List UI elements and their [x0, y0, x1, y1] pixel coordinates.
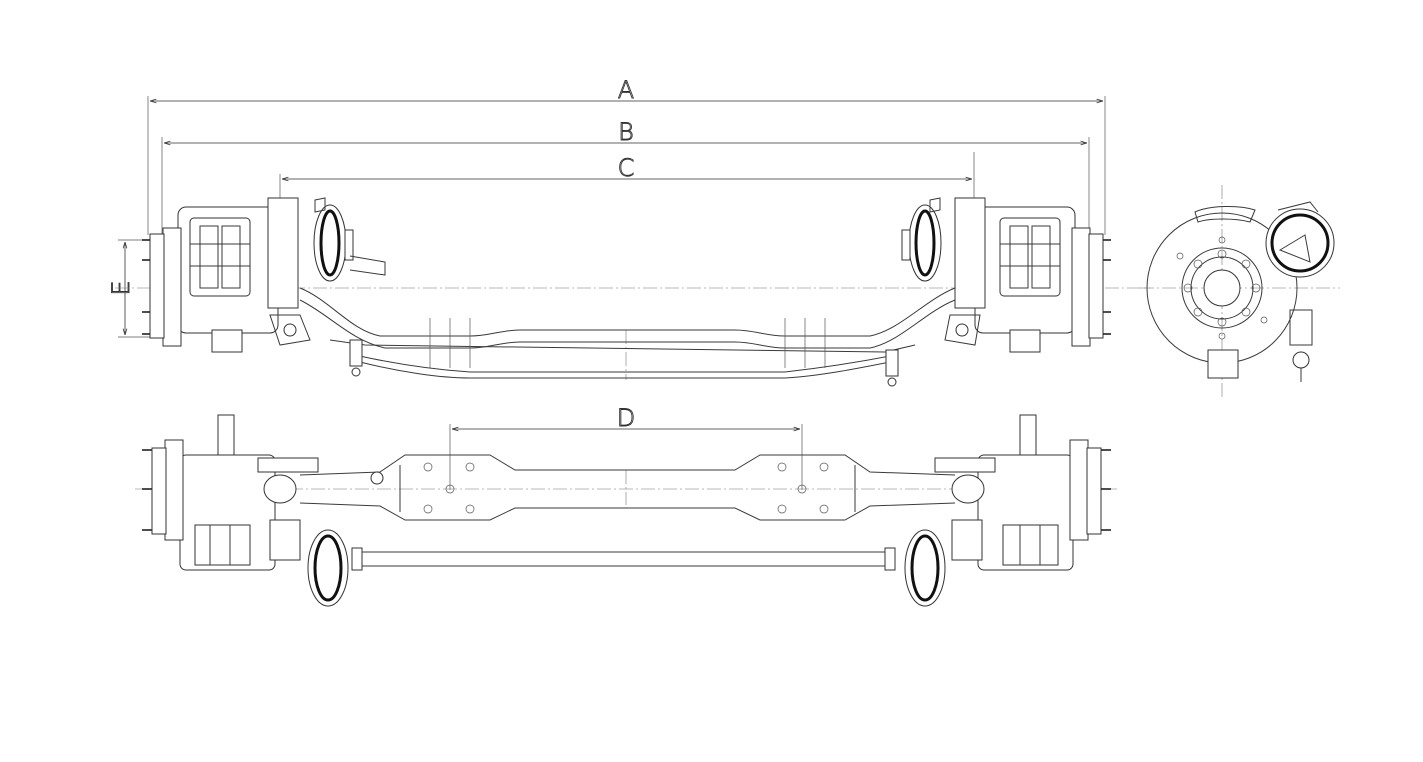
top-view — [135, 414, 1120, 607]
side-view — [1140, 185, 1340, 398]
front-view — [115, 197, 1150, 387]
dimension-label-d: D — [617, 404, 635, 432]
dimension-label-c: C — [618, 154, 635, 182]
dimension-label-b: B — [618, 118, 634, 146]
dimension-label-a: A — [618, 76, 634, 104]
